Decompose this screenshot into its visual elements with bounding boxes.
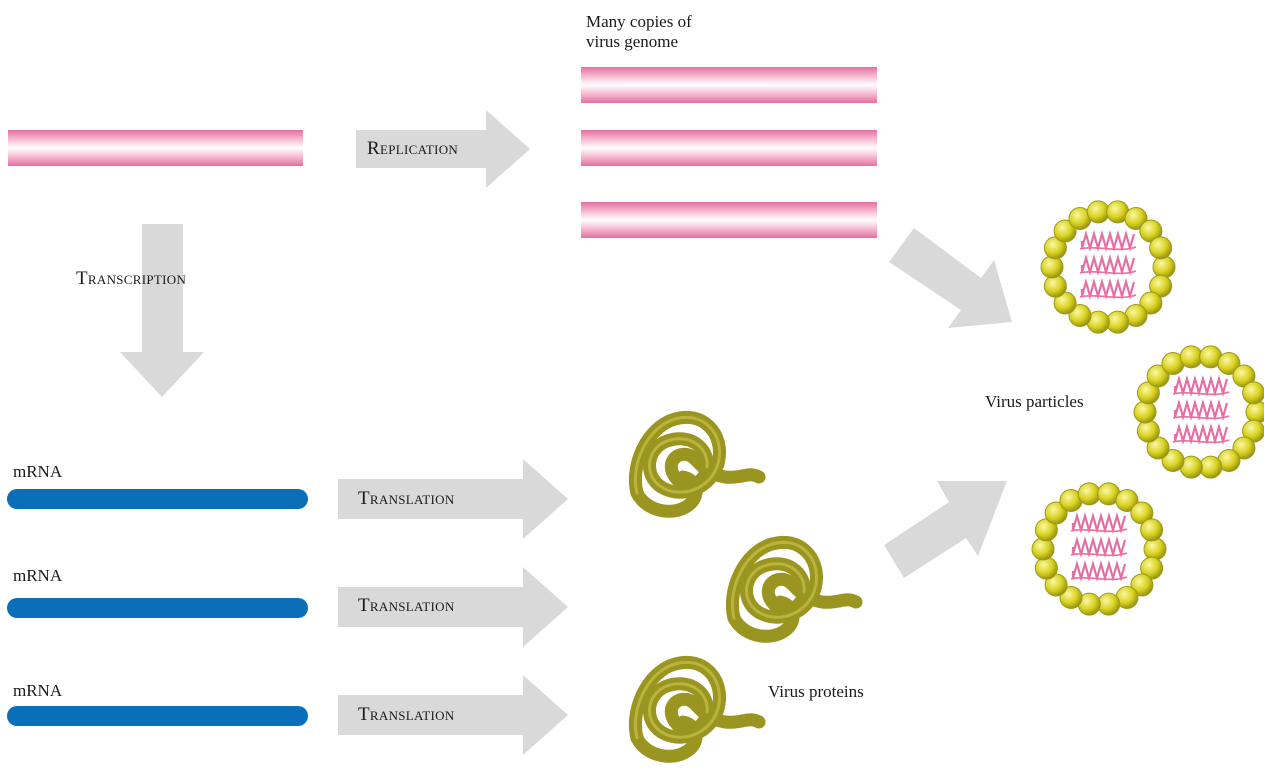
virus-particles-label: Virus particles [985,392,1084,411]
transcription-arrow [120,224,204,397]
viral-genome-strand [8,130,303,166]
virus-protein-icon [726,535,863,643]
genome-copy-2 [581,130,877,166]
virus-protein-icon [629,655,766,763]
replication-arrow [356,110,530,188]
translation-arrow-1 [338,459,568,539]
mrna-strand-1 [7,489,308,509]
mrna-strand-2 [7,598,308,618]
assembly-arrow-proteins [884,481,1007,578]
virus-particle-icon [1031,482,1167,616]
virus-particle-icon [1040,200,1176,334]
virus-particle-icon [1133,345,1264,479]
translation-arrow-2 [338,567,568,647]
translation-label-2: Translation [358,595,455,616]
mrna-label-3: mRNA [13,681,63,700]
mrna-strand-3 [7,706,308,726]
genome-copy-1 [581,67,877,103]
virus-proteins-label: Virus proteins [768,682,864,701]
mrna-label-2: mRNA [13,566,63,585]
genome-copy-3 [581,202,877,238]
translation-label-3: Translation [358,704,455,725]
translation-label-1: Translation [358,488,455,509]
replication-label: Replication [367,138,459,159]
virus-protein-icon [629,410,766,518]
mrna-label-1: mRNA [13,462,63,481]
translation-arrow-3 [338,675,568,755]
assembly-arrow-genomes [889,228,1012,328]
many-copies-label-line2: virus genome [586,32,679,51]
transcription-label: Transcription [76,268,187,289]
many-copies-label-line1: Many copies of [586,12,692,31]
